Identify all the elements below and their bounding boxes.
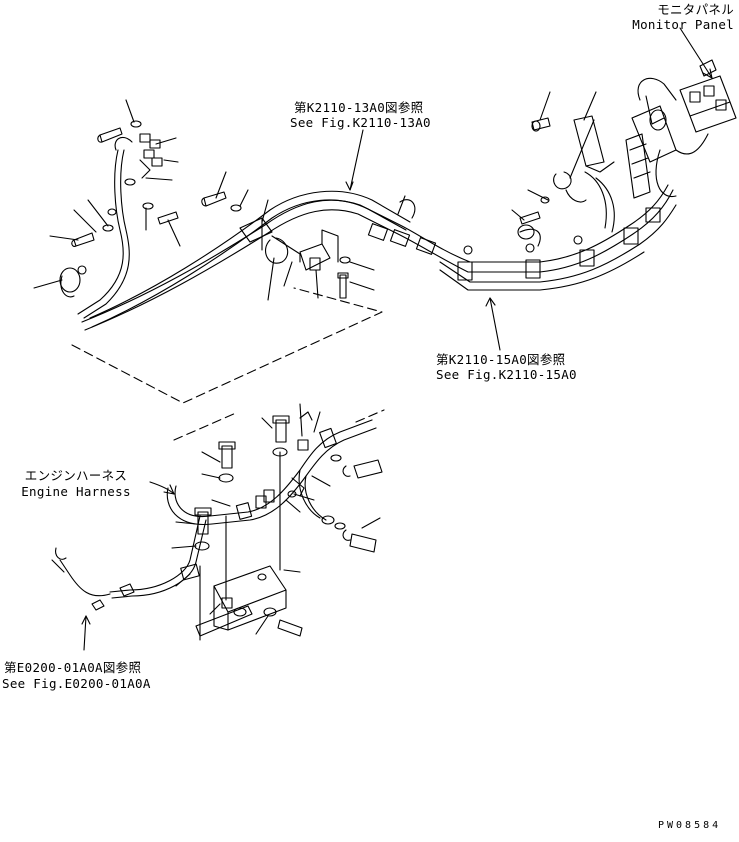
- monitor-panel-assembly: [625, 59, 737, 199]
- leader-lines-upper: [33, 27, 713, 351]
- ref-k2110-13a0-label-en: See Fig.K2110-13A0: [290, 115, 431, 130]
- right-bracket: [517, 115, 615, 240]
- drawing-code: PW08584: [658, 820, 722, 831]
- lower-bracket-plate: [195, 451, 287, 641]
- floor-outline: [71, 287, 383, 404]
- ref-k2110-15a0-label-jp: 第K2110-15A0図参照: [436, 352, 566, 367]
- monitor-panel-label-en: Monitor Panel: [632, 17, 734, 32]
- leader-lines-lower: [81, 403, 381, 651]
- lower-hardware: [194, 411, 383, 637]
- ref-k2110-15a0-label-en: See Fig.K2110-15A0: [436, 367, 577, 382]
- engine-harness-label-en: Engine Harness: [21, 484, 131, 499]
- lower-harness: [51, 419, 377, 611]
- monitor-panel-label-jp: モニタパネル: [657, 2, 734, 17]
- ref-e0200-01a0a-label-en: See Fig.E0200-01A0A: [2, 676, 151, 691]
- harness-clamps: [367, 207, 661, 281]
- left-hardware: [71, 120, 179, 247]
- main-harness-upper: [81, 171, 677, 331]
- engine-harness-label-jp: エンジンハーネス: [24, 468, 128, 483]
- lower-connectors: [180, 427, 337, 581]
- middle-bracket: [201, 191, 351, 299]
- floor-outline-lower: [173, 409, 385, 441]
- left-ground-cable: [59, 136, 133, 319]
- ref-k2110-13a0-label-jp: 第K2110-13A0図参照: [294, 100, 424, 115]
- ref-e0200-01a0a-label-jp: 第E0200-01A0A図参照: [4, 660, 142, 675]
